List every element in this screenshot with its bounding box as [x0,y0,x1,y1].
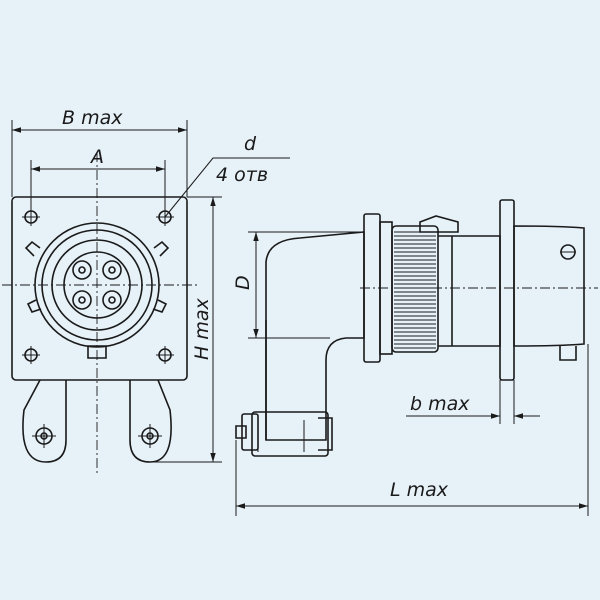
holes-label: 4 отв [216,164,268,186]
contact-pins [72,260,122,310]
a-label: A [89,146,104,168]
receptacle-barrel [438,235,501,347]
h-max-label: H max [191,298,213,360]
b-max-label: B max [62,107,123,129]
knurl-lines [394,231,436,349]
side-view: D b max L max [232,199,598,516]
l-max-label: L max [390,479,449,501]
b-small-max-label: b max [410,393,470,415]
rear-body [513,225,585,347]
front-view: B max A d 4 отв H max [2,107,290,475]
receptacle-flange [499,199,515,381]
d-cap-label: D [232,275,254,290]
d-label: d [244,133,257,155]
cable-clamp [235,411,333,457]
flange-square [11,196,188,381]
angled-housing [265,231,365,441]
d-leader-line [164,157,290,218]
mounting-lugs [22,379,172,463]
knurled-nut [391,225,439,353]
